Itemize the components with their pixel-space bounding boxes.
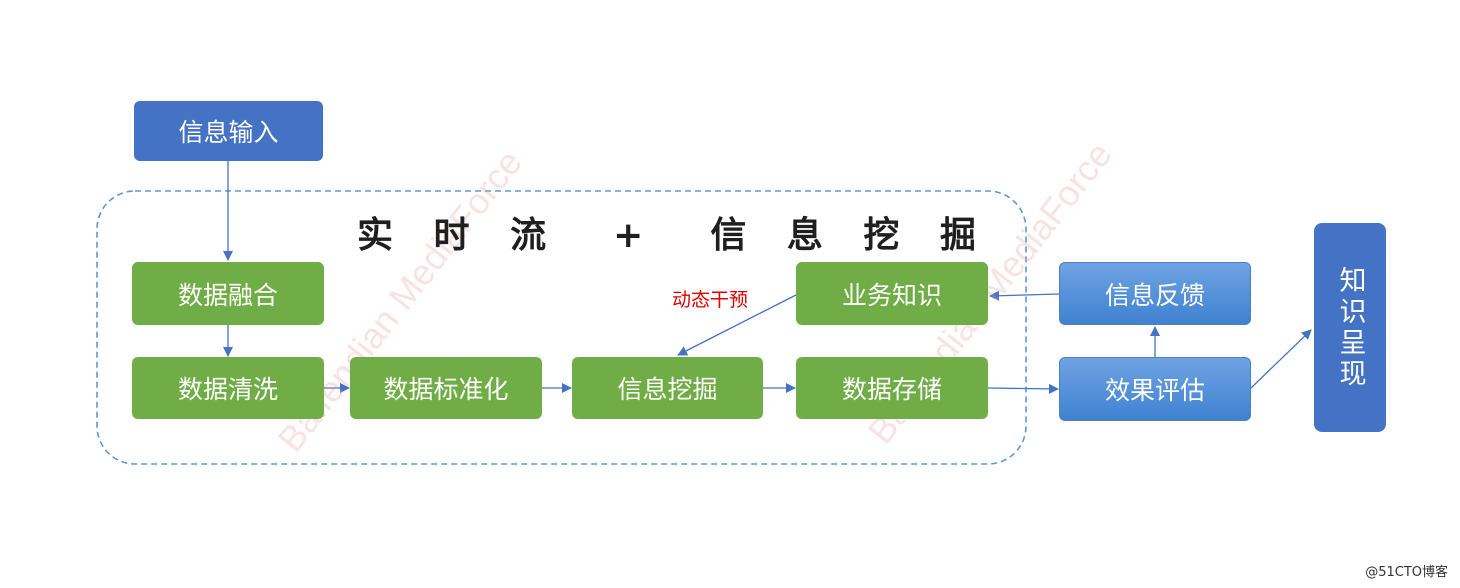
- node-effect-evaluation: 效果评估: [1059, 357, 1251, 421]
- arrow-knowledge-to-mining: [677, 294, 797, 356]
- diagram-title: 实 时 流 + 信 息 挖 掘: [357, 215, 990, 256]
- arrow-feedback-to-knowledge: [989, 290, 1060, 301]
- node-info-mining: 信息挖掘: [572, 357, 763, 419]
- node-data-storage: 数据存储: [796, 357, 988, 419]
- arrow-storage-to-evaluation: [987, 383, 1059, 394]
- arrow-evaluation-to-presentation: [1250, 329, 1312, 389]
- node-info-feedback: 信息反馈: [1059, 262, 1251, 325]
- node-info-input: 信息输入: [134, 101, 323, 161]
- node-data-fusion: 数据融合: [132, 262, 324, 325]
- dynamic-intervention-label: 动态干预: [672, 289, 749, 311]
- node-business-knowledge: 业务知识: [796, 262, 988, 325]
- node-data-cleaning: 数据清洗: [132, 357, 324, 419]
- realtime-stream-boundary: [96, 190, 1027, 465]
- source-credit: @51CTO博客: [1365, 565, 1448, 580]
- node-data-standardization: 数据标准化: [350, 357, 542, 419]
- node-knowledge-presentation: 知识呈现: [1314, 223, 1386, 432]
